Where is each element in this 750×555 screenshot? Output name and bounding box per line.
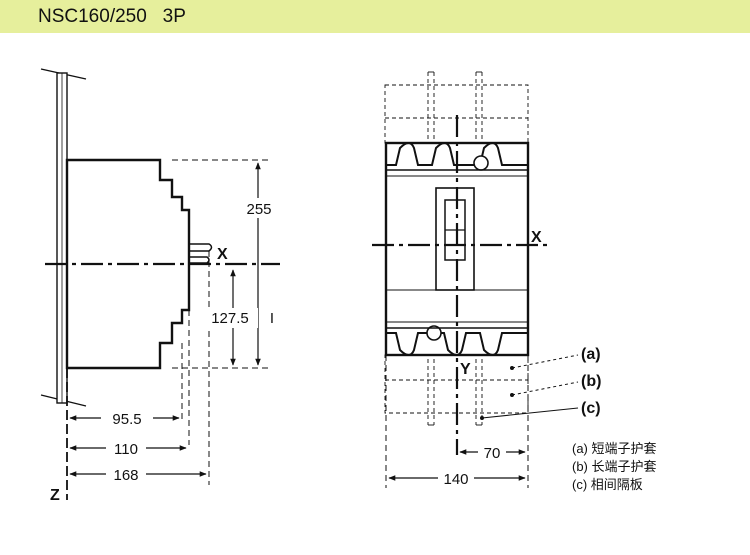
callout-b: (b) — [581, 373, 601, 390]
dim-168-label: 168 — [113, 467, 138, 484]
callout-c: (c) — [581, 400, 601, 417]
side-axis-z-label: Z — [50, 487, 60, 504]
legend-item-c: (c) 相间隔板 — [572, 477, 643, 492]
front-view — [372, 71, 579, 488]
title-banner: NSC160/250 3P — [0, 0, 750, 33]
front-axis-y-label: Y — [460, 361, 471, 378]
leader-a — [511, 354, 579, 369]
legend-item-a: (a) 短端子护套 — [572, 441, 657, 456]
dim-70-label: 70 — [484, 445, 501, 462]
leader-c — [481, 407, 579, 419]
tick-mark-label: I — [270, 310, 274, 327]
dim-140-label: 140 — [443, 471, 468, 488]
side-axis-x-label: X — [217, 246, 228, 263]
model-title: NSC160/250 3P — [38, 6, 186, 27]
long-terminal-shield-top — [384, 84, 529, 144]
front-axis-x-label: X — [531, 229, 542, 246]
leader-b — [511, 381, 579, 396]
dim-95-5-label: 95.5 — [112, 411, 141, 428]
callout-a: (a) — [581, 346, 601, 363]
dim-255-label: 255 — [246, 201, 271, 218]
dim-127-5-label: 127.5 — [211, 310, 249, 327]
legend-item-b: (b) 长端子护套 — [572, 459, 657, 474]
dim-110-label: 110 — [114, 441, 138, 458]
side-view — [40, 68, 280, 500]
